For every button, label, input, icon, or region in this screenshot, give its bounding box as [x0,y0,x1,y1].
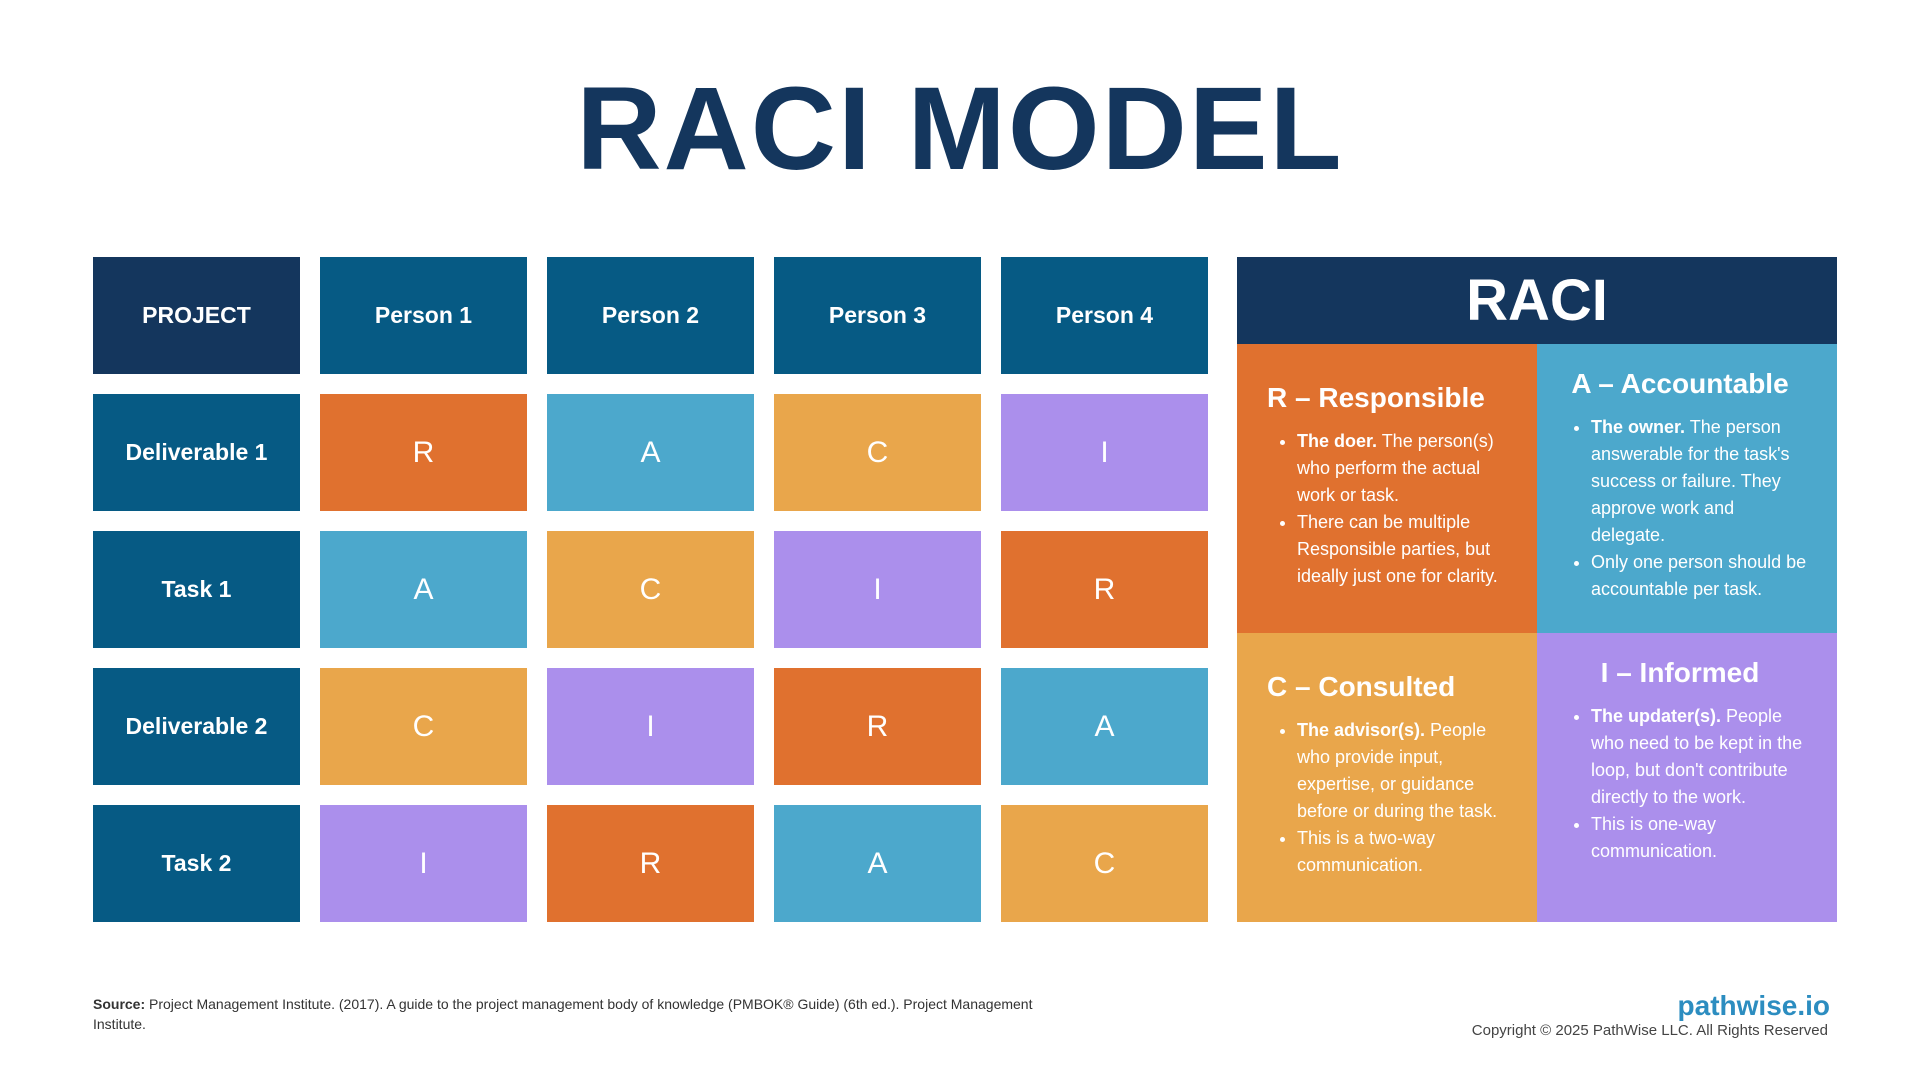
matrix-cell: A [774,805,981,922]
matrix-cell: C [774,394,981,511]
legend-bullet: The doer. The person(s) who perform the … [1297,428,1513,509]
column-header: Person 2 [547,257,754,374]
bullet-text: People who provide input, expertise, or … [1297,720,1498,821]
matrix-corner-header: PROJECT [93,257,300,374]
column-header: Person 4 [1001,257,1208,374]
matrix-cell: C [1001,805,1208,922]
legend-bullet: There can be multiple Responsible partie… [1297,509,1513,590]
legend-informed-title: I – Informed [1600,657,1760,688]
row-header: Deliverable 2 [93,668,300,785]
legend-responsible-title: R – Responsible [1267,382,1485,413]
raci-matrix: PROJECT Person 1 Person 2 Person 3 Perso… [93,257,1208,922]
legend-accountable-title: A – Accountable [1571,368,1789,399]
matrix-cell: I [1001,394,1208,511]
matrix-cell: R [547,805,754,922]
matrix-cell: R [774,668,981,785]
bullet-bold: The owner. [1591,417,1686,437]
legend-bullet: Only one person should be accountable pe… [1591,549,1813,603]
bullet-text: The person answerable for the task's suc… [1591,417,1790,545]
legend-accountable: A – Accountable The owner. The person an… [1537,344,1837,633]
legend-responsible-list: The doer. The person(s) who perform the … [1277,428,1513,590]
matrix-cell: I [774,531,981,648]
source-text: Project Management Institute. (2017). A … [93,996,1033,1032]
brand-logo-text: pathwise.io [1677,990,1830,1021]
legend-consulted: C – Consulted The advisor(s). People who… [1237,633,1537,922]
row-header: Task 2 [93,805,300,922]
legend-bullet: The advisor(s). People who provide input… [1297,717,1513,825]
legend-bullet: This is one-way communication. [1591,811,1813,865]
bullet-text: This is a two-way communication. [1297,828,1436,875]
page-title: RACI MODEL [576,63,1344,195]
bullet-bold: The advisor(s). [1297,720,1426,740]
bullet-text: There can be multiple Responsible partie… [1297,512,1498,586]
bullet-text: People who need to be kept in the loop, … [1591,706,1803,807]
matrix-cell: A [320,531,527,648]
row-header: Deliverable 1 [93,394,300,511]
bullet-text: Only one person should be accountable pe… [1591,552,1807,599]
bullet-bold: The updater(s). [1591,706,1722,726]
legend-bullet: The owner. The person answerable for the… [1591,414,1813,549]
legend-bullet: This is a two-way communication. [1297,825,1513,879]
row-header: Task 1 [93,531,300,648]
copyright-text: Copyright © 2025 PathWise LLC. All Right… [1471,1022,1828,1039]
matrix-cell: I [320,805,527,922]
legend-title: RACI [1237,257,1837,344]
matrix-cell: R [320,394,527,511]
matrix-cell: A [547,394,754,511]
matrix-cell: I [547,668,754,785]
matrix-cell: A [1001,668,1208,785]
legend-responsible: R – Responsible The doer. The person(s) … [1237,344,1537,633]
bullet-text: This is one-way communication. [1591,814,1718,861]
source-citation: Source: Project Management Institute. (2… [93,994,1073,1034]
raci-legend: RACI R – Responsible The doer. The perso… [1237,257,1837,922]
column-header: Person 3 [774,257,981,374]
bullet-text: The person(s) who perform the actual wor… [1297,431,1494,505]
bullet-bold: The doer. [1297,431,1378,451]
legend-consulted-title: C – Consulted [1267,671,1456,702]
matrix-cell: C [320,668,527,785]
legend-accountable-list: The owner. The person answerable for the… [1571,414,1813,603]
legend-bullet: The updater(s). People who need to be ke… [1591,703,1813,811]
matrix-cell: C [547,531,754,648]
matrix-cell: R [1001,531,1208,648]
legend-informed-list: The updater(s). People who need to be ke… [1571,703,1813,865]
legend-informed: I – Informed The updater(s). People who … [1537,633,1837,922]
column-header: Person 1 [320,257,527,374]
legend-consulted-list: The advisor(s). People who provide input… [1277,717,1513,879]
source-label: Source: [93,996,146,1012]
